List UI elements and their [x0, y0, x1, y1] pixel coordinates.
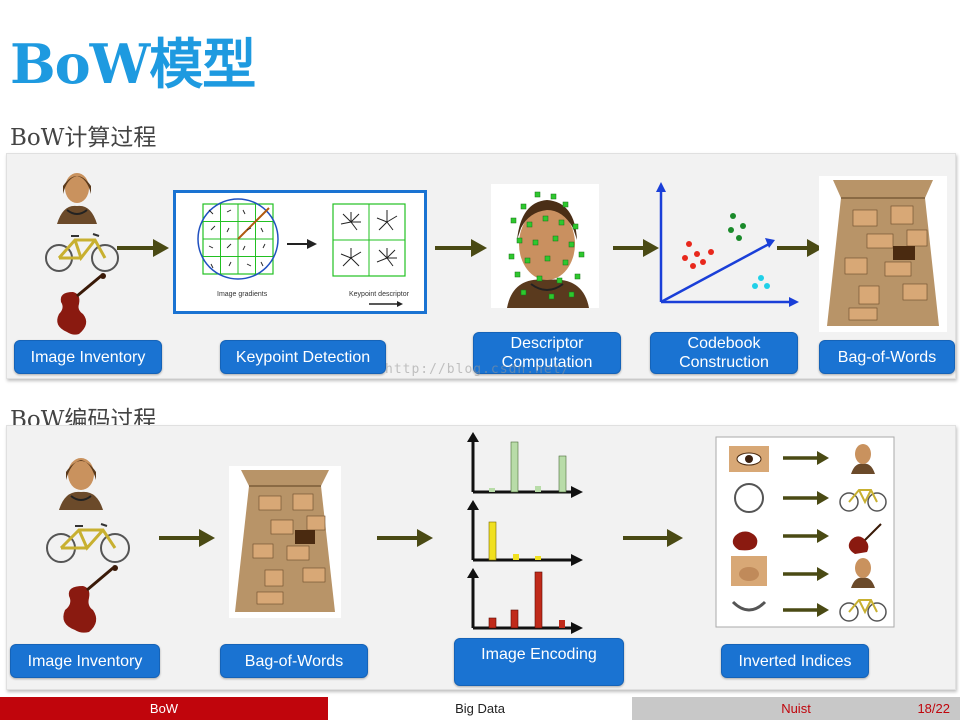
- arrow-right-icon: [435, 239, 487, 257]
- descriptor-face-image: [491, 184, 599, 308]
- label-inverted-indices: Inverted Indices: [721, 644, 869, 678]
- index-row-3: [732, 523, 882, 554]
- watermark-text: http://blog.csdn.net/: [385, 362, 571, 377]
- bag-of-words-image: [819, 176, 947, 332]
- arrow-right-icon: [623, 529, 683, 547]
- arrow-right-icon: [613, 239, 659, 257]
- violin-icon: [57, 273, 106, 335]
- label-descriptor-computation: Descriptor Computation: [473, 332, 621, 374]
- violin-icon: [63, 565, 118, 633]
- keypoint-detection-figure: Image gradients Keypoint descriptor: [173, 190, 427, 314]
- label-codebook-construction: Codebook Construction: [650, 332, 798, 374]
- footer-left: BoW: [0, 697, 328, 720]
- index-row-4: [731, 556, 875, 588]
- keypoint-descriptor-caption: Keypoint descriptor: [349, 291, 410, 298]
- label-keypoint-detection: Keypoint Detection: [220, 340, 386, 374]
- arrow-right-icon: [377, 529, 433, 547]
- arrow-right-icon: [117, 239, 169, 257]
- bow-encoding-panel: Image Inventory Bag-of-Words Image Encod…: [6, 425, 956, 690]
- bow-computation-panel: Image gradients Keypoint descriptor: [6, 153, 956, 379]
- page-number: 18/22: [917, 701, 950, 716]
- slide-title: BoW模型: [10, 32, 256, 96]
- footer-center: Big Data: [328, 697, 632, 720]
- bag-of-words-image: [229, 466, 341, 618]
- histogram-3: [467, 568, 583, 634]
- image-inventory-icons: [45, 168, 119, 335]
- image-gradients-caption: Image gradients: [217, 291, 268, 298]
- image-gradients-grid: [197, 198, 279, 280]
- index-row-5: [731, 599, 887, 622]
- arrow-right-icon: [159, 529, 215, 547]
- label-bag-of-words: Bag-of-Words: [220, 644, 368, 678]
- index-row-1: [729, 444, 875, 474]
- histogram-2: [467, 500, 583, 566]
- index-row-2: [734, 483, 887, 513]
- image-encoding-histograms: [467, 432, 583, 634]
- label-image-inventory: Image Inventory: [10, 644, 160, 678]
- section1-heading: BoW计算过程: [10, 125, 157, 151]
- slide-footer: BoW Big Data Nuist 18/22: [0, 697, 960, 720]
- label-image-inventory: Image Inventory: [14, 340, 162, 374]
- portrait-icon: [59, 458, 103, 510]
- inverted-indices-figure: [715, 436, 895, 628]
- portrait-icon: [55, 168, 99, 224]
- bicycle-icon: [45, 233, 119, 272]
- label-bag-of-words: Bag-of-Words: [819, 340, 955, 374]
- histogram-1: [467, 432, 583, 498]
- codebook-scatter-plot: [656, 182, 799, 307]
- bicycle-icon: [46, 523, 130, 563]
- image-inventory-icons: [46, 458, 130, 633]
- arrow-right-icon: [777, 239, 823, 257]
- keypoint-descriptor-grid: [332, 203, 406, 277]
- footer-right: Nuist: [632, 697, 960, 720]
- label-image-encoding: Image Encoding: [454, 638, 624, 686]
